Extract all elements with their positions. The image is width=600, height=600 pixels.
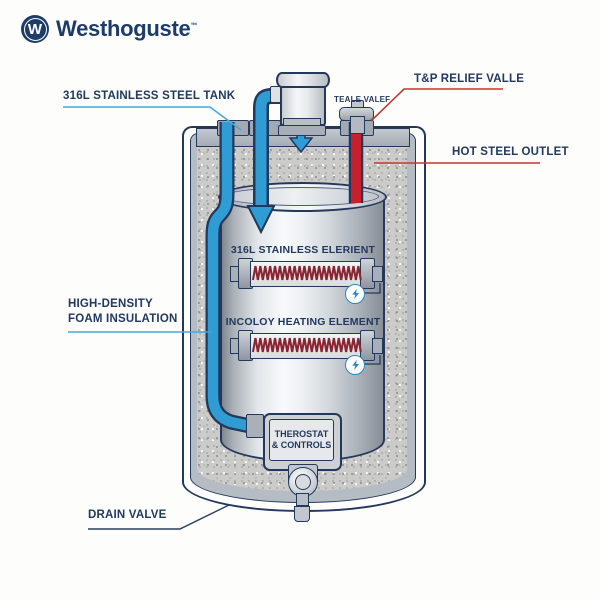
- cold-inlet-pipe: [207, 122, 252, 432]
- lower-element-coil: [251, 337, 362, 353]
- lightning-bolt-icon: [351, 359, 359, 371]
- logo-w-letter: W: [27, 20, 43, 38]
- brand-logo-icon: W: [21, 15, 49, 43]
- lower-element-label: INCOLOY HEATING ELEMENT: [225, 316, 381, 328]
- tank-callout-line: [63, 106, 242, 131]
- insulation-label-line2: FOAM INSULATION: [68, 313, 178, 325]
- upper-element-right-stem: [372, 266, 383, 282]
- trademark-mark: ™: [190, 22, 198, 30]
- lower-power-badge: [345, 355, 365, 375]
- logo-ring: [23, 17, 47, 41]
- tp-relief-callout-line: [370, 88, 503, 122]
- insulation-label-line1: HIGH-DENSITY: [68, 298, 153, 310]
- upper-element-label: 316L STAINLESS ELERIENT: [230, 244, 376, 256]
- canister-base-plate: [278, 125, 326, 136]
- thermostat-label-line2: & CONTROLS: [271, 440, 332, 450]
- lightning-bolt-icon: [351, 288, 359, 300]
- drain-valve-stem: [296, 493, 309, 506]
- small-valve-label: TEALE VALEF: [334, 95, 391, 104]
- dip-tube-arrow-icon: [246, 205, 276, 235]
- lower-element-wire: [364, 355, 381, 365]
- top-canister-cap: [276, 72, 330, 88]
- upper-element-coil: [251, 265, 362, 281]
- tp-valve-stem: [350, 116, 365, 134]
- thermostat-label-line1: THEROSTAT: [274, 429, 329, 439]
- tp-relief-callout-label: T&P RELIEF VALLE: [414, 73, 525, 85]
- drain-callout-label: DRAIN VALVE: [88, 509, 167, 521]
- drain-outlet-nub: [294, 506, 310, 522]
- tank-callout-label: 316L STAINLESS STEEL TANK: [63, 90, 236, 102]
- upper-power-badge: [345, 284, 365, 304]
- upper-element-wire: [364, 283, 381, 294]
- thermostat-panel: THEROSTAT & CONTROLS: [269, 419, 334, 461]
- drain-valve-center: [295, 474, 311, 490]
- brand-name: Westhoguste™: [56, 16, 198, 41]
- hot-outlet-callout-label: HOT STEEL OUTLET: [452, 146, 569, 158]
- drain-callout-line: [88, 504, 230, 530]
- insulation-callout-label: HIGH-DENSITY FOAM INSULATION: [68, 297, 177, 327]
- lower-element-right-stem: [372, 338, 383, 354]
